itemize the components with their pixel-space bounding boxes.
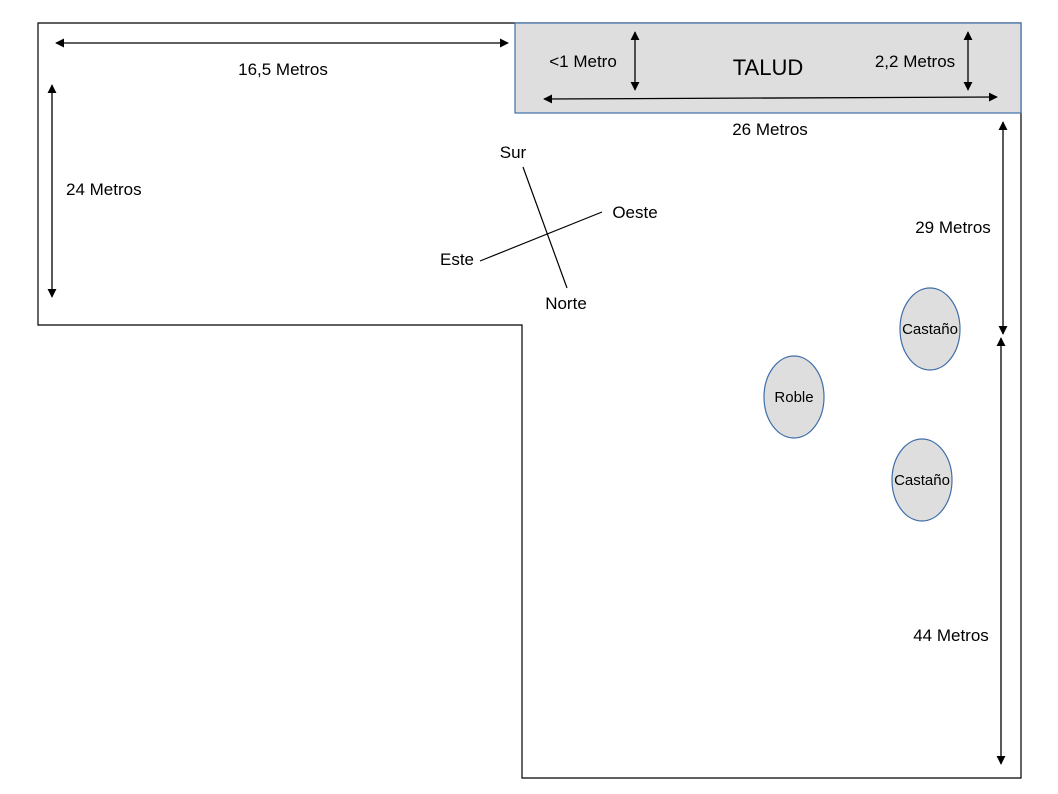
right-upper-label: 29 Metros [915,218,991,237]
talud-length-label: 26 Metros [732,120,808,139]
tree-castano-2-shape [891,438,953,522]
plot-outline [37,22,1022,779]
tree-castano-2-label: Castaño [894,472,950,489]
compass-north-label: Norte [545,294,587,313]
compass-west-label: Oeste [612,203,657,222]
compass-north-south-line [522,166,568,289]
talud-length-arrow [543,92,998,104]
tree-roble: Roble [763,355,825,439]
tree-castano-2: Castaño [891,438,953,522]
compass-south-label: Sur [500,143,527,162]
tree-roble-label: Roble [774,389,813,406]
talud-label: TALUD [733,55,804,80]
tree-castano-1-label: Castaño [902,321,958,338]
compass-east-label: Este [440,250,474,269]
talud-depth-max-label: 2,2 Metros [875,52,955,71]
compass: Sur Norte Este Oeste [440,143,658,313]
left-height-label: 24 Metros [66,180,142,199]
tree-roble-shape [763,355,825,439]
right-lower-label: 44 Metros [913,626,989,645]
tree-castano-1: Castaño [899,287,961,371]
top-left-width-label: 16,5 Metros [238,60,328,79]
tree-castano-1-shape [899,287,961,371]
compass-east-west-line [479,211,603,262]
talud-depth-min-label: <1 Metro [549,52,617,71]
